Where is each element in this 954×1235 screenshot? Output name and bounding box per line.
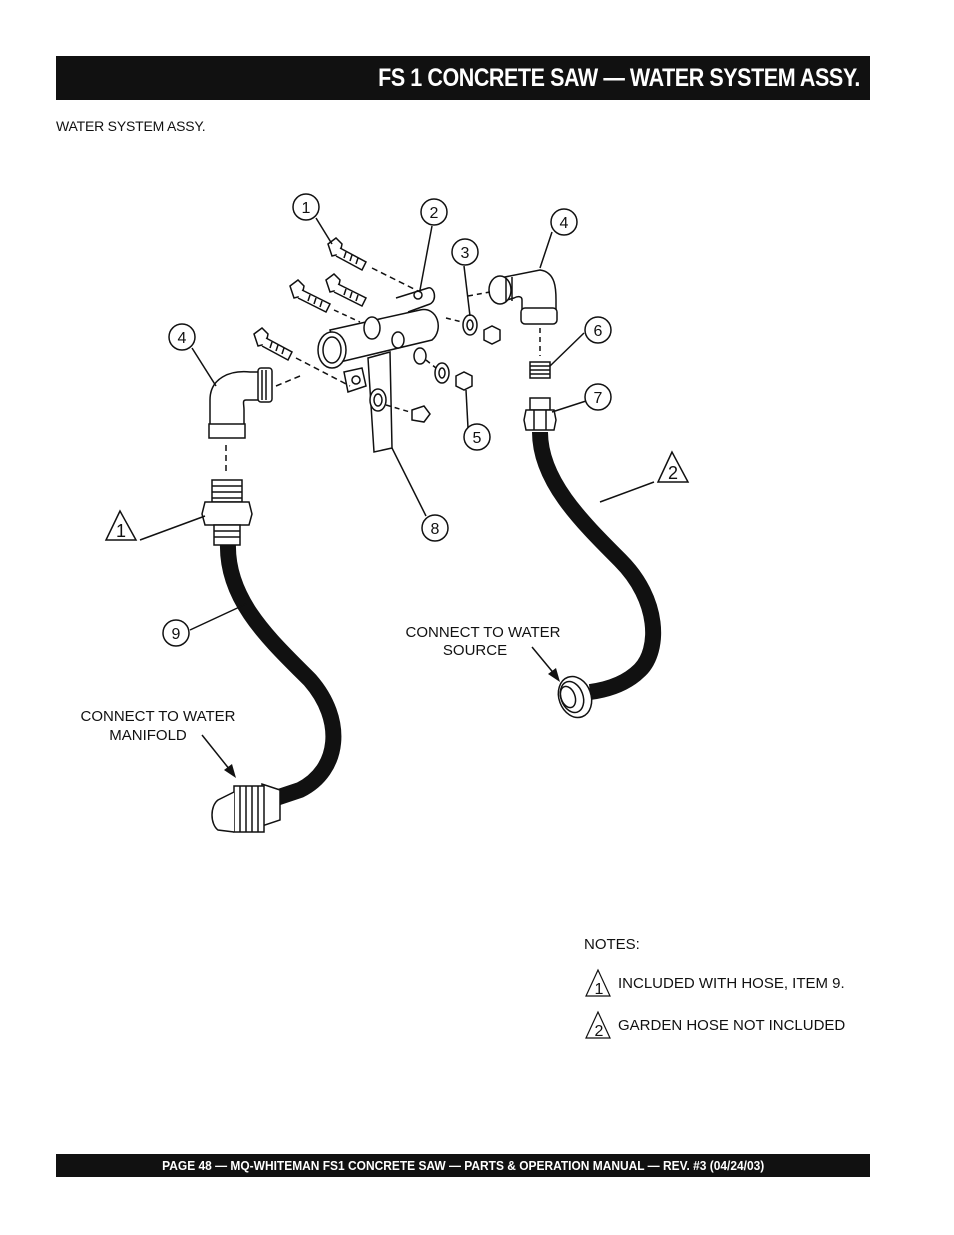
water-source-label-line1: CONNECT TO WATER: [405, 624, 560, 641]
note-triangle-icon: 1: [585, 968, 611, 998]
section-title: WATER SYSTEM ASSY.: [56, 118, 206, 134]
footer-text: PAGE 48 — MQ-WHITEMAN FS1 CONCRETE SAW —…: [161, 1158, 765, 1173]
bolt-1: [327, 237, 421, 293]
callout-5: 5: [473, 430, 482, 447]
svg-text:2: 2: [595, 1023, 604, 1040]
bolt-upper-b: [325, 273, 368, 308]
callout-9: 9: [172, 626, 181, 643]
page-footer: PAGE 48 — MQ-WHITEMAN FS1 CONCRETE SAW —…: [56, 1154, 870, 1177]
callout-1: 1: [302, 200, 311, 217]
callout-8: 8: [431, 521, 440, 538]
callout-7: 7: [594, 390, 603, 407]
hose-2: [532, 431, 662, 700]
note-marker-2: 2: [668, 463, 678, 483]
hose-fitting-bottom: [211, 782, 281, 833]
note-marker-1: 1: [116, 521, 126, 541]
valve-body: [317, 287, 439, 393]
note-triangle-icon: 2: [585, 1010, 611, 1040]
garden-hose-coupling: [557, 675, 593, 719]
page-header: FS 1 CONCRETE SAW — WATER SYSTEM ASSY.: [56, 56, 870, 100]
water-source-label-line2: SOURCE: [443, 642, 507, 659]
manifold-label-line1: CONNECT TO WATER: [80, 708, 235, 725]
hose-fitting-top: [201, 479, 253, 546]
nut-5: [455, 371, 473, 391]
left-elbow: [208, 367, 273, 475]
manifold-label-line2: MANIFOLD: [109, 727, 187, 744]
callout-2: 2: [430, 205, 439, 222]
callout-3: 3: [461, 245, 470, 262]
notes-heading: NOTES:: [584, 936, 640, 953]
svg-text:1: 1: [595, 981, 604, 998]
callout-4-right: 4: [560, 215, 569, 232]
right-elbow: [467, 269, 558, 356]
hose-fitting-7: [523, 397, 557, 431]
note-text-2: GARDEN HOSE NOT INCLUDED: [618, 1016, 846, 1034]
note-item-2: 2 GARDEN HOSE NOT INCLUDED: [584, 1010, 845, 1040]
page-title: FS 1 CONCRETE SAW — WATER SYSTEM ASSY.: [377, 63, 860, 92]
washer-3: [462, 314, 478, 336]
bolt-upper-a: [289, 279, 361, 323]
bolt-lower: [253, 327, 351, 387]
callout-4-left: 4: [178, 330, 187, 347]
note-item-1: 1 INCLUDED WITH HOSE, ITEM 9.: [584, 968, 845, 998]
callout-6: 6: [594, 323, 603, 340]
hose-9: [219, 542, 342, 808]
plug-6: [529, 361, 551, 379]
note-text-1: INCLUDED WITH HOSE, ITEM 9.: [618, 974, 845, 992]
nut-upper: [483, 325, 501, 345]
